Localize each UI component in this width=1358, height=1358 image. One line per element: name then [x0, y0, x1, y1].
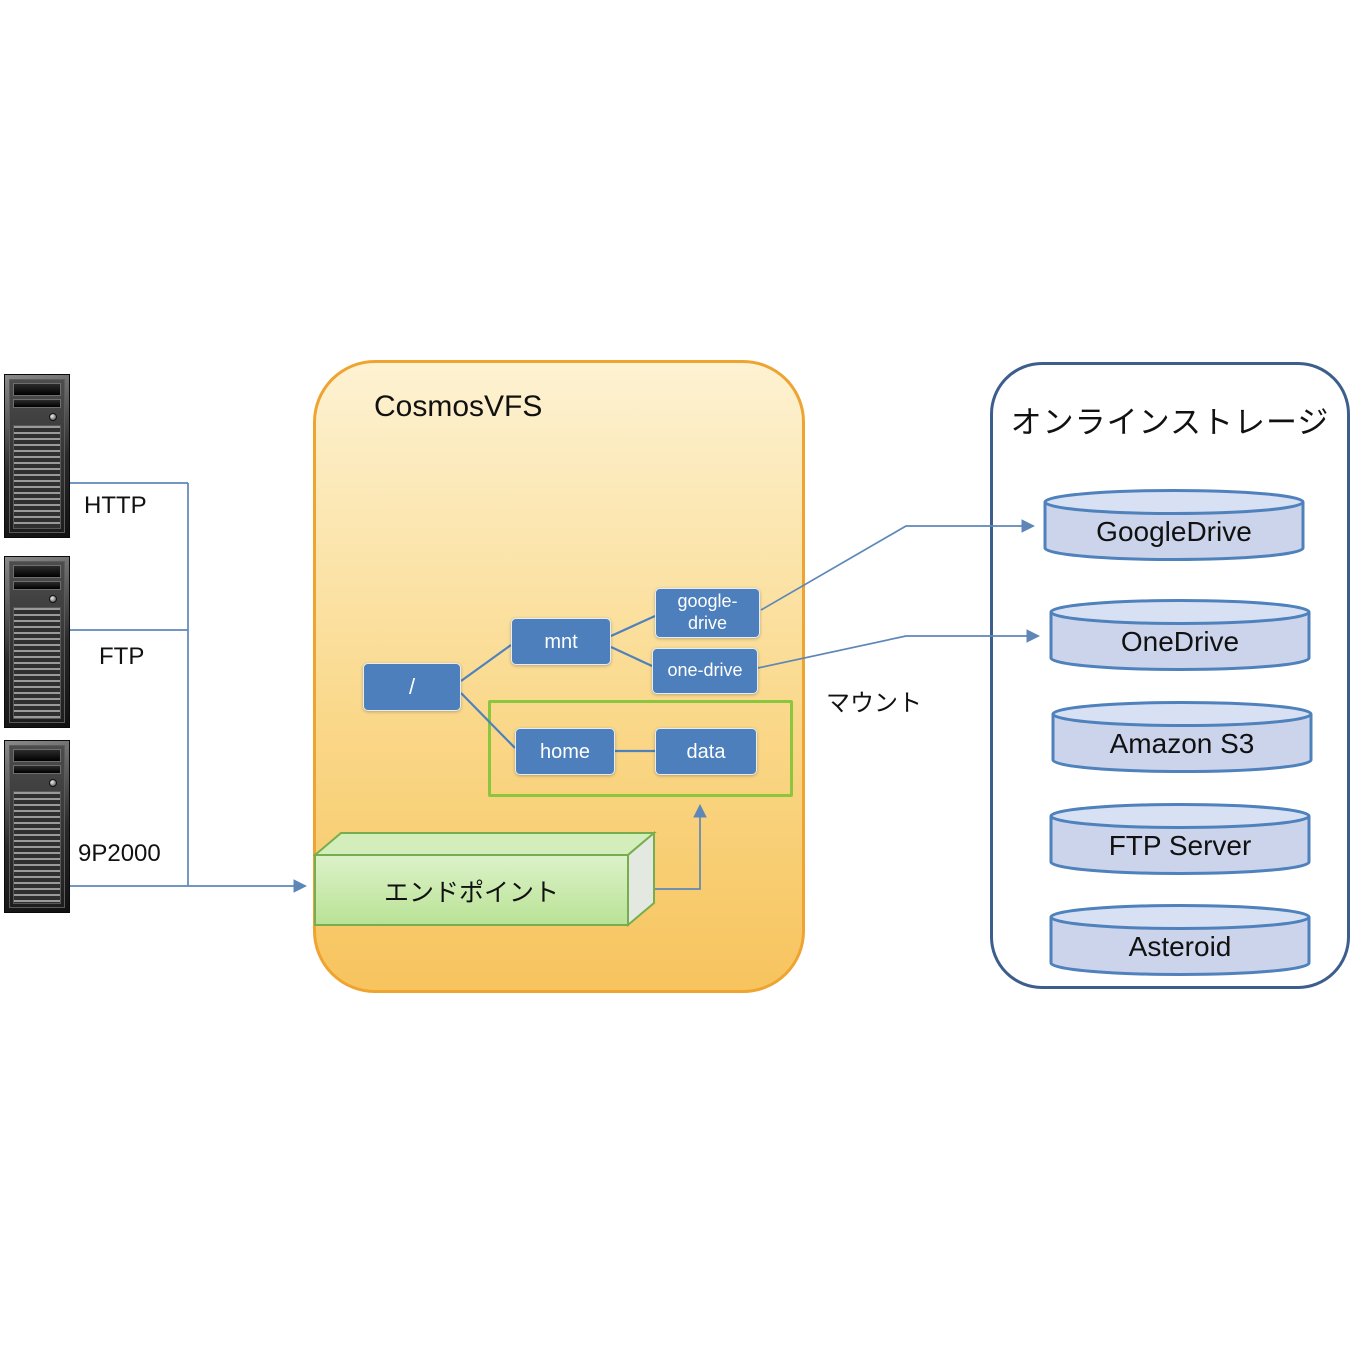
power-button-icon [49, 778, 57, 787]
tree-node-mnt: mnt [511, 618, 611, 665]
storage-cylinder-amazon-s3: Amazon S3 [1051, 700, 1313, 776]
vent-grille [13, 607, 61, 719]
cosmosvfs-title: CosmosVFS [374, 390, 543, 423]
vent-grille [13, 425, 61, 529]
server-tower-http [4, 374, 70, 538]
protocol-label-http: HTTP [84, 492, 147, 519]
online-storage-title: オンラインストレージ [1010, 405, 1330, 440]
cylinder-shape [1049, 803, 1311, 875]
tree-node-one-drive: one-drive [652, 648, 758, 694]
drive-bay [13, 581, 61, 590]
control-panel [13, 411, 61, 422]
tree-node-data: data [655, 728, 757, 775]
protocol-label-9p2000: 9P2000 [78, 840, 161, 867]
server-front-panel [9, 745, 65, 908]
cylinder-shape [1049, 599, 1311, 671]
tree-node-google-drive: google-drive [655, 588, 760, 638]
endpoint-top-face [313, 832, 657, 856]
cylinder-shape [1043, 489, 1305, 561]
server-tower-ftp [4, 556, 70, 728]
storage-label: FTP Server [1108, 830, 1252, 861]
protocol-label-ftp: FTP [99, 643, 145, 670]
control-panel [13, 593, 61, 604]
vent-grille [13, 791, 61, 904]
online-storage-container: オンラインストレージ [990, 362, 1350, 989]
tree-node-home: home [515, 728, 615, 775]
endpoint-label: エンドポイント [383, 879, 559, 907]
power-button-icon [49, 412, 57, 421]
drive-bay [13, 383, 61, 396]
storage-cylinder-googledrive: GoogleDrive [1043, 488, 1305, 564]
server-front-panel [9, 561, 65, 723]
storage-cylinder-onedrive: OneDrive [1049, 598, 1311, 674]
endpoint-box [313, 830, 657, 928]
tree-node-root: / [363, 663, 461, 711]
storage-cylinder-asteroid: Asteroid [1049, 903, 1311, 979]
storage-cylinder-ftp-server: FTP Server [1049, 802, 1311, 878]
mount-label: マウント [826, 690, 922, 717]
server-tower-9p2000 [4, 740, 70, 913]
drive-bay [13, 399, 61, 408]
storage-label: Amazon S3 [1109, 728, 1255, 759]
drive-bay [13, 765, 61, 774]
storage-label: Asteroid [1128, 931, 1232, 962]
storage-label: OneDrive [1120, 626, 1240, 657]
power-button-icon [49, 594, 57, 603]
cylinder-shape [1051, 701, 1313, 773]
cylinder-shape [1049, 904, 1311, 976]
storage-label: GoogleDrive [1096, 516, 1252, 547]
drive-bay [13, 565, 61, 578]
control-panel [13, 777, 61, 788]
drive-bay [13, 749, 61, 762]
server-front-panel [9, 379, 65, 533]
endpoint-front-face [314, 854, 629, 926]
